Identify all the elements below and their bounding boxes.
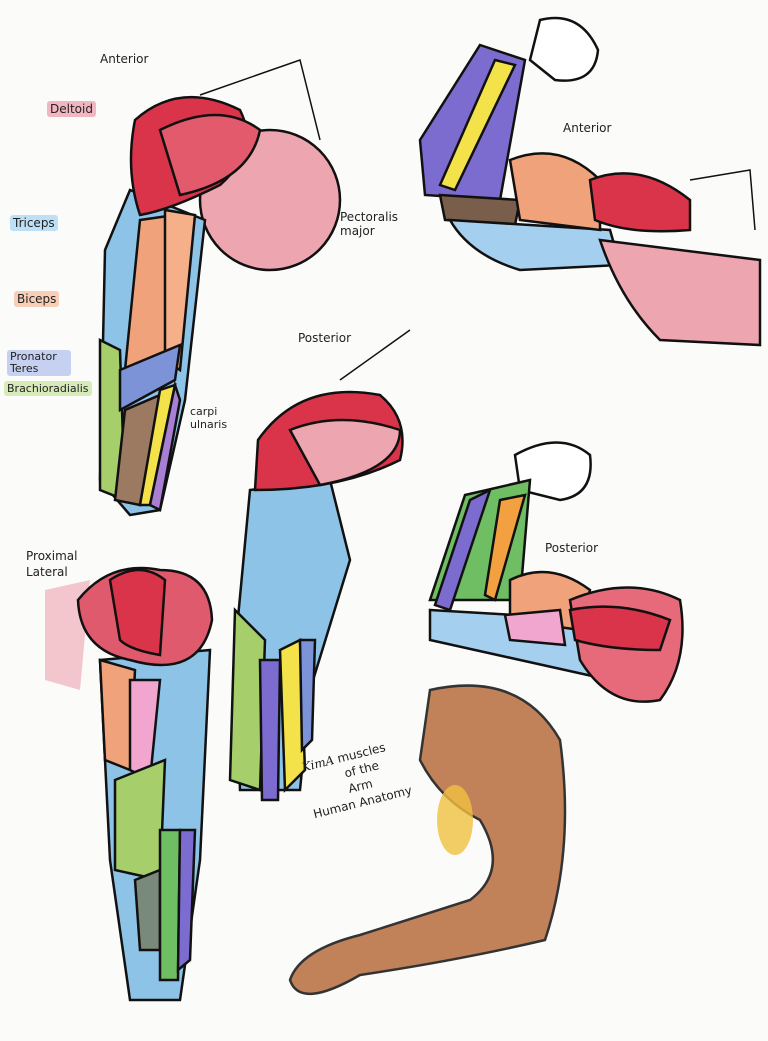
anterior-arm-figure xyxy=(98,59,342,517)
label-deltoid: Deltoid xyxy=(47,101,96,117)
label-anterior-top-left: Anterior xyxy=(100,52,149,66)
posterior-arm-figure xyxy=(228,329,411,802)
lateral-arm-figure xyxy=(45,566,214,1002)
anterior-flexed-arm-figure xyxy=(418,16,762,347)
label-proximal-lateral: Proximal Lateral xyxy=(26,549,78,579)
label-carpi-ulnaris: carpi ulnaris xyxy=(190,405,228,431)
label-triceps: Triceps xyxy=(10,215,58,231)
posterior-flexed-arm-figure xyxy=(428,441,684,703)
label-pectoralis-major: Pectoralis major xyxy=(340,210,399,238)
label-posterior-right: Posterior xyxy=(545,541,599,555)
flexed-arm-sketch xyxy=(288,684,567,995)
label-posterior-center: Posterior xyxy=(298,331,352,345)
label-pronator-teres: Pronator Teres xyxy=(7,350,71,376)
label-brachioradialis: Brachioradialis xyxy=(4,381,92,396)
label-biceps: Biceps xyxy=(14,291,60,307)
label-anterior-top-right: Anterior xyxy=(563,121,612,135)
